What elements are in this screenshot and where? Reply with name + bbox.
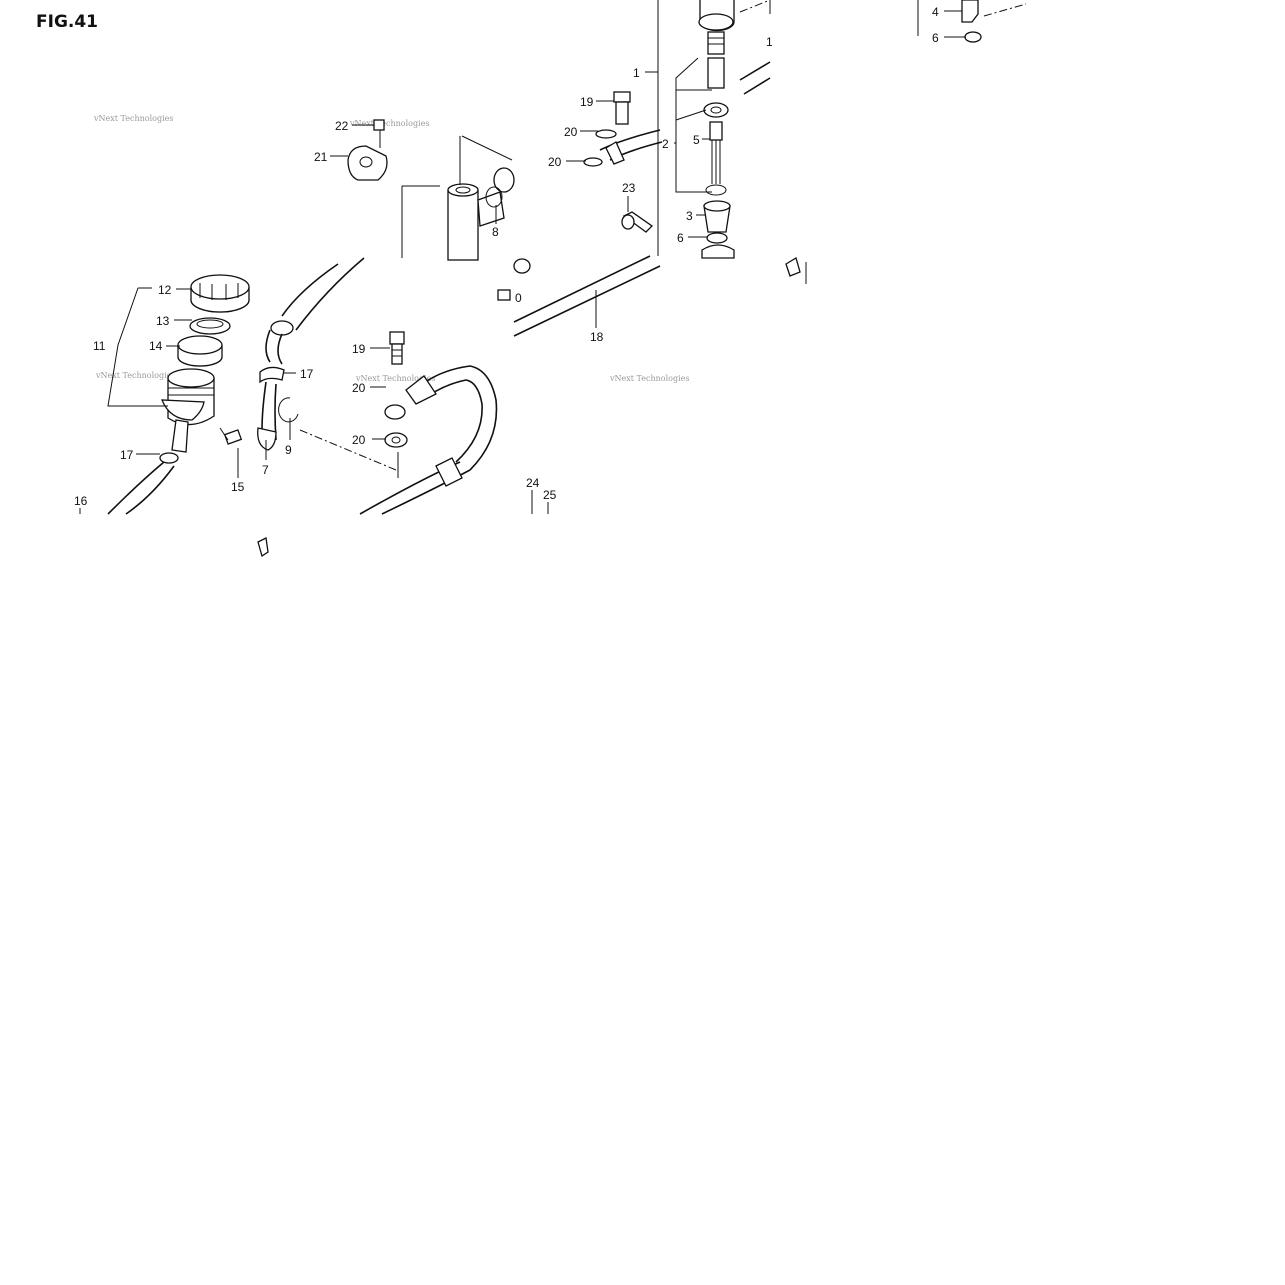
reservoir-body (161, 368, 215, 453)
circlip (278, 397, 299, 423)
callout-3: 3 (686, 209, 693, 223)
callout-9: 9 (285, 443, 292, 457)
screw-15 (219, 427, 243, 445)
callout-21: 21 (314, 150, 328, 164)
watermark: vNext Technologies (95, 371, 175, 380)
callout-1b: 1 (766, 35, 773, 49)
callout-12: 12 (158, 283, 172, 297)
o-ring (485, 186, 503, 208)
callout-5: 5 (693, 133, 700, 147)
callout-22: 22 (335, 119, 349, 133)
callout-19: 19 (580, 95, 594, 109)
diaphragm (177, 335, 223, 367)
callout-2: 2 (662, 137, 669, 151)
callout-10: 0 (515, 291, 522, 305)
watermark: vNext Technologies (609, 374, 689, 383)
callout-6: 6 (932, 31, 939, 45)
hose-clamp (259, 366, 285, 384)
callout-4: 4 (932, 5, 939, 19)
callout-8: 8 (492, 225, 499, 239)
callout-1: 1 (633, 66, 640, 80)
watermark: vNext Technologies (355, 374, 435, 383)
callout-25: 25 (543, 488, 557, 502)
callout-23: 23 (622, 181, 636, 195)
callout-20: 20 (352, 433, 366, 447)
callout-11: 11 (93, 339, 106, 353)
union-bolt (389, 331, 405, 365)
bolt-10 (497, 258, 531, 301)
callout-20: 20 (548, 155, 562, 169)
watermark: vNext Technologies (93, 114, 173, 123)
caliper-hose (583, 61, 771, 167)
callout-14: 14 (149, 339, 163, 353)
callout-16: 16 (74, 494, 88, 508)
master-cylinder (447, 135, 515, 261)
callout-17: 17 (120, 448, 134, 462)
reservoir-hose (107, 452, 179, 515)
cap-plate (189, 317, 231, 335)
hose-guide (347, 119, 388, 181)
hose-7 (257, 257, 365, 451)
switch-stack (698, 0, 735, 259)
bolt-23 (621, 211, 654, 233)
reservoir-cap (190, 274, 250, 313)
callout-19: 19 (352, 342, 366, 356)
brake-hose (359, 255, 661, 515)
callout-6: 6 (677, 231, 684, 245)
pointer-fragment (257, 537, 269, 558)
callout-7: 7 (262, 463, 269, 477)
watermark: vNext Technologies (349, 119, 429, 128)
callout-17: 17 (300, 367, 314, 381)
clip-fragment (785, 257, 807, 284)
callout-20: 20 (564, 125, 578, 139)
callout-20: 20 (352, 381, 366, 395)
callout-13: 13 (156, 314, 170, 328)
figure-title: FIG.41 (36, 12, 98, 32)
banjo-fitting (384, 404, 406, 420)
washer (384, 432, 408, 448)
callout-15: 15 (231, 480, 245, 494)
callout-24: 24 (526, 476, 540, 490)
callout-18: 18 (590, 330, 604, 344)
